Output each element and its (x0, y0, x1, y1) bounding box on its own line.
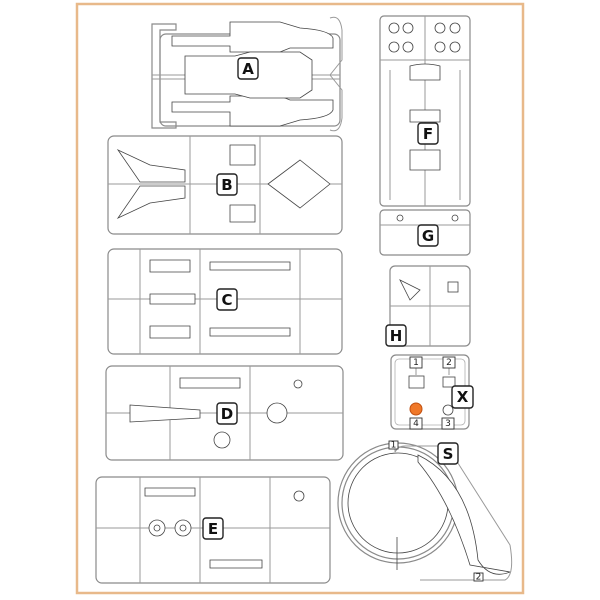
part-number-1: 1 (413, 358, 419, 368)
sprue-label-h: H (390, 327, 403, 345)
part-number-2: 2 (446, 358, 452, 368)
sprue-f (379, 15, 471, 207)
sprue-e (95, 476, 331, 584)
highlighted-part-4 (409, 402, 423, 416)
sprue-label-d: D (221, 405, 233, 423)
sprue-h (389, 265, 471, 347)
sprue-labels: A B C D E F G H X S (202, 57, 474, 540)
part-number-s2: 2 (476, 573, 482, 583)
part-number-4: 4 (413, 419, 419, 429)
sprue-c (107, 248, 343, 355)
sprue-b (107, 135, 343, 235)
sprue-s: 1 2 (337, 441, 513, 583)
sprue-label-a: A (242, 60, 254, 78)
part-number-s1: 1 (391, 441, 397, 451)
sheet-border (75, 2, 525, 595)
sprue-label-x: X (457, 388, 469, 406)
sprue-label-f: F (423, 125, 433, 143)
sprue-label-s: S (443, 445, 454, 463)
part-number-3: 3 (445, 419, 451, 429)
sprue-label-b: B (221, 176, 232, 194)
sprue-label-g: G (422, 227, 434, 245)
sprue-label-c: C (221, 291, 232, 309)
sprue-label-e: E (208, 520, 218, 538)
